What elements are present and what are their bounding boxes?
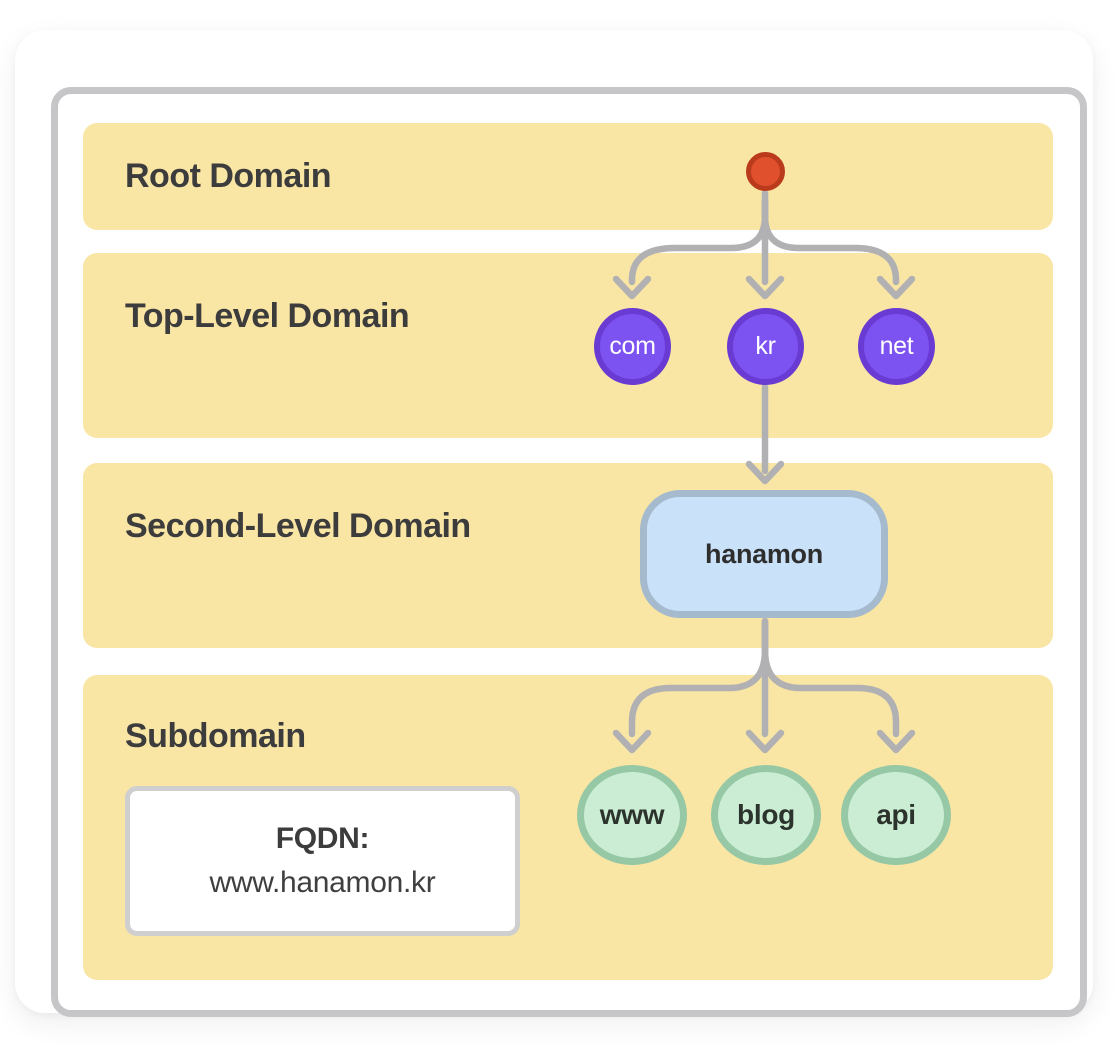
band-second-level-domain: [83, 463, 1053, 648]
subdomain-node-www: www: [577, 765, 687, 865]
second-level-node-hanamon: hanamon: [640, 490, 888, 618]
subdomain-node-api-label: api: [876, 799, 916, 830]
tld-node-kr-label: kr: [755, 332, 776, 360]
fqdn-callout: FQDN: www.hanamon.kr: [125, 786, 520, 936]
subdomain-node-www-label: www: [599, 799, 665, 830]
subdomain-node-blog-label: blog: [737, 799, 795, 830]
label-root-domain: Root Domain: [125, 157, 332, 195]
subdomain-node-api: api: [841, 765, 951, 865]
second-level-node-label: hanamon: [705, 538, 823, 569]
tld-node-kr: kr: [727, 308, 804, 385]
diagram-card: Root Domain Top-Level Domain Second-Leve…: [15, 30, 1093, 1017]
fqdn-value: www.hanamon.kr: [209, 866, 436, 899]
tld-node-com: com: [594, 308, 671, 385]
fqdn-label: FQDN:: [275, 822, 370, 855]
root-dot-icon: [746, 152, 785, 191]
label-top-level-domain: Top-Level Domain: [125, 297, 410, 335]
tld-node-net-label: net: [879, 332, 914, 360]
label-subdomain: Subdomain: [125, 717, 306, 755]
label-second-level-domain: Second-Level Domain: [125, 507, 471, 545]
tld-node-net: net: [858, 308, 935, 385]
tld-node-com-label: com: [609, 332, 656, 360]
subdomain-node-blog: blog: [711, 765, 821, 865]
page-background: Root Domain Top-Level Domain Second-Leve…: [15, 30, 1093, 1017]
